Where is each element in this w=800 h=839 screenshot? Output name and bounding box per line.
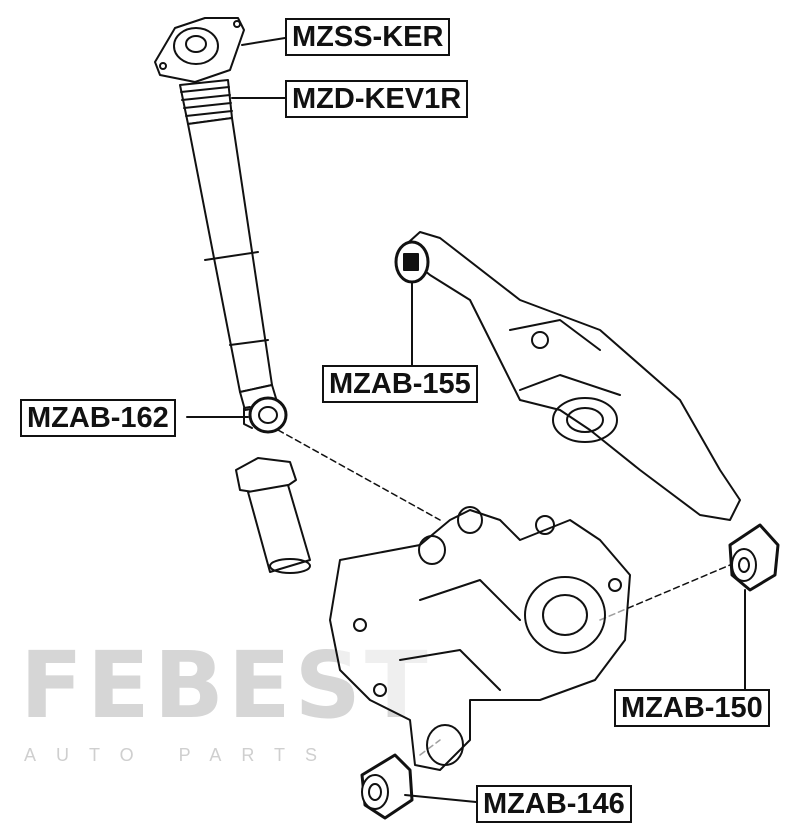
label-leaders bbox=[186, 37, 746, 803]
arm-bushing-drawing bbox=[394, 240, 430, 284]
shock-bushing-drawing bbox=[243, 396, 288, 434]
part-label-mzss-ker[interactable]: MZSS-KER bbox=[285, 18, 451, 56]
lower-bushing-drawing bbox=[360, 753, 414, 820]
watermark-auto-parts: AUTO PARTS bbox=[24, 745, 338, 765]
shock-absorber-drawing bbox=[187, 117, 279, 411]
control-arm-drawing bbox=[399, 231, 741, 521]
dust-cover-drawing bbox=[235, 457, 311, 574]
rear-bushing-drawing bbox=[728, 523, 780, 592]
part-label-mzab-162[interactable]: MZAB-162 bbox=[20, 399, 176, 437]
strut-mount-drawing bbox=[154, 17, 245, 83]
part-label-mzab-146[interactable]: MZAB-146 bbox=[476, 785, 632, 823]
bump-stop-drawing bbox=[179, 79, 233, 125]
part-label-mzab-150[interactable]: MZAB-150 bbox=[614, 689, 770, 727]
part-label-mzab-155[interactable]: MZAB-155 bbox=[322, 365, 478, 403]
part-label-mzd-kev1r[interactable]: MZD-KEV1R bbox=[285, 80, 469, 118]
knuckle-drawing bbox=[329, 506, 631, 771]
